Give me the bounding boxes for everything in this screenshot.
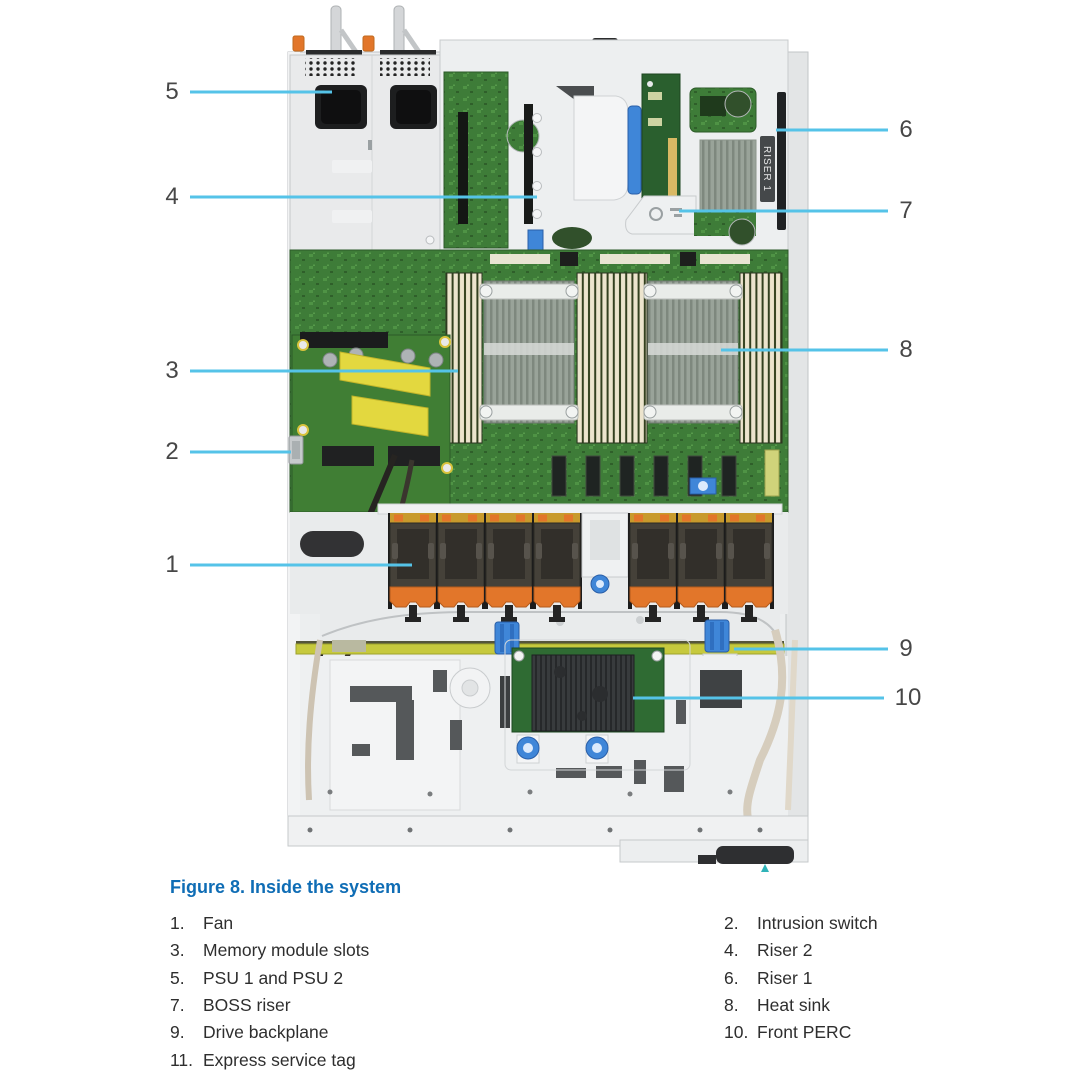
legend-label: PSU 1 and PSU 2: [203, 967, 344, 988]
legend-number: 9.: [170, 1022, 185, 1043]
legend-label: Intrusion switch: [757, 913, 878, 934]
riser2-slot: [524, 104, 533, 224]
fan-module-7: [723, 512, 775, 623]
legend-item-boss-riser: 7. BOSS riser: [170, 992, 369, 1019]
psu-vent-grille: [380, 58, 430, 76]
callout-number-5: 5: [165, 78, 179, 105]
riser-cage: RISER 1: [439, 39, 789, 251]
fan-module-4: [531, 512, 583, 623]
legend-label: Riser 1: [757, 967, 813, 988]
memory-module-slots-bank-b: [576, 272, 648, 444]
legend-item-fan: 1. Fan: [170, 910, 369, 937]
legend-item-riser-1: 6. Riser 1: [724, 965, 878, 992]
callout-number-9: 9: [899, 635, 913, 662]
fan-module-5: [627, 512, 679, 623]
riser1-badge-text: RISER 1: [761, 146, 772, 192]
psu-release-tab: [362, 35, 375, 52]
callout-number-2: 2: [165, 438, 179, 465]
legend-item-front-perc: 10. Front PERC: [724, 1019, 878, 1046]
legend-label: Express service tag: [203, 1049, 356, 1070]
legend-item-drive-backplane: 9. Drive backplane: [170, 1019, 369, 1046]
legend-number: 10.: [724, 1022, 749, 1043]
legend-item-riser-2: 4. Riser 2: [724, 937, 878, 964]
legend-item-heat-sink: 8. Heat sink: [724, 992, 878, 1019]
backplane-cable-clip: [704, 619, 730, 653]
callout-number-6: 6: [899, 116, 913, 143]
legend-item-psu-1-and-psu-2: 5. PSU 1 and PSU 2: [170, 965, 369, 992]
legend-label: Front PERC: [757, 1022, 852, 1043]
riser-1: RISER 1: [689, 87, 786, 246]
legend-label: Riser 2: [757, 940, 813, 961]
express-service-tag: [716, 846, 794, 864]
fan-bay-divider: [581, 512, 629, 594]
figure-caption: Figure 8. Inside the system: [170, 877, 402, 897]
front-perc: [504, 639, 691, 771]
riser1-badge: [760, 136, 775, 202]
riser1-heatsink: [699, 139, 757, 211]
callout-number-3: 3: [165, 357, 179, 384]
legend-label: BOSS riser: [203, 995, 291, 1016]
legend-label: Memory module slots: [203, 940, 370, 961]
system-board: [289, 249, 789, 701]
yellow-ribbon-cable: [351, 395, 429, 437]
callout-number-4: 4: [165, 183, 179, 210]
front-cable: [305, 639, 323, 801]
psu-vent-grille: [305, 58, 355, 76]
legend-right-column: 2. Intrusion switch 4. Riser 2 6. Riser …: [724, 910, 878, 1046]
intrusion-switch: [288, 435, 304, 465]
legend-left-column: 1. Fan 3. Memory module slots 5. PSU 1 a…: [170, 910, 369, 1074]
fan-module-1: [387, 512, 439, 623]
legend-item-memory-module-slots: 3. Memory module slots: [170, 937, 369, 964]
legend-number: 8.: [724, 995, 739, 1016]
riser-release-latch: [627, 105, 642, 195]
callout-number-10: 10: [894, 684, 922, 711]
legend-number: 2.: [724, 913, 739, 934]
legend-item-intrusion-switch: 2. Intrusion switch: [724, 910, 878, 937]
cable-retainer: [300, 531, 364, 557]
legend-number: 4.: [724, 940, 739, 961]
riser1-rear-slot: [777, 92, 786, 230]
legend-label: Fan: [203, 913, 234, 934]
front-cable: [785, 639, 798, 811]
callout-number-8: 8: [899, 336, 913, 363]
legend-number: 3.: [170, 940, 185, 961]
legend-item-express-service-tag: 11. Express service tag: [170, 1046, 369, 1073]
cable-connector-row: [551, 449, 780, 497]
callout-number-7: 7: [899, 197, 913, 224]
memory-module-slots-bank-a: [445, 272, 483, 444]
cpu1-heat-sink: [479, 280, 579, 424]
fan-module-6: [675, 512, 727, 623]
legend-number: 7.: [170, 995, 185, 1016]
service-tag-pointer: [761, 864, 769, 872]
boss-riser: [625, 73, 697, 235]
fan-module-3: [483, 512, 535, 623]
psu-release-tab: [292, 35, 305, 52]
legend-number: 6.: [724, 967, 739, 988]
legend-label: Drive backplane: [203, 1022, 329, 1043]
legend-number: 5.: [170, 967, 185, 988]
chassis-front-wall: [287, 815, 809, 872]
legend-number: 1.: [170, 913, 185, 934]
cooling-fan-row: [290, 503, 788, 644]
callout-number-1: 1: [165, 551, 179, 578]
callout-lines: [190, 90, 888, 700]
cpu2-heat-sink: [643, 280, 743, 424]
front-cable: [743, 628, 787, 819]
front-chassis-floor: [300, 628, 798, 819]
memory-module-slots-bank-c: [739, 272, 783, 444]
legend-label: Heat sink: [757, 995, 830, 1016]
fan-module-2: [435, 512, 487, 623]
power-interposer-board: [291, 332, 453, 513]
legend-number: 11.: [170, 1049, 194, 1070]
